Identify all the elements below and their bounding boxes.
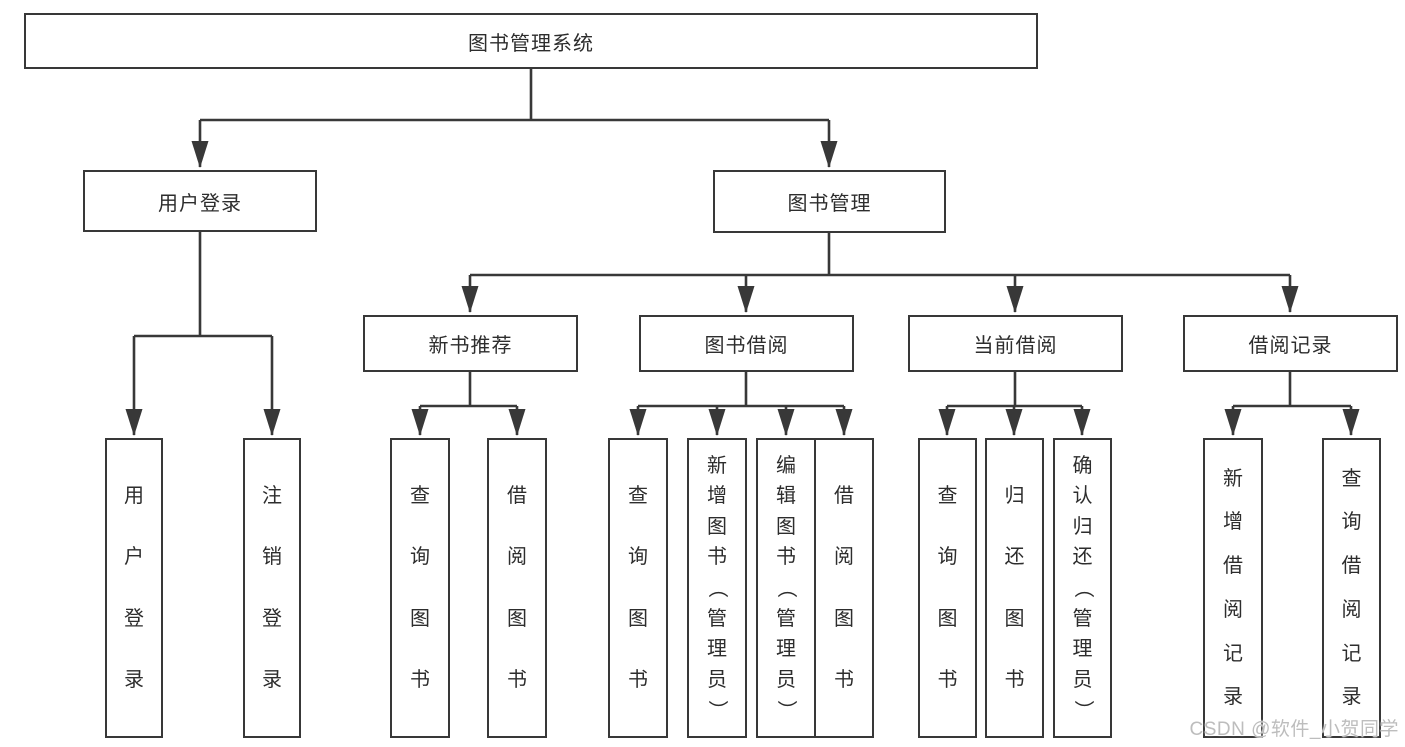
leaf-bb-query-books: 查询图书 — [608, 438, 668, 738]
leaf-br-query-record: 查询借阅记录 — [1322, 438, 1381, 738]
node-borrow-records: 借阅记录 — [1183, 315, 1398, 372]
node-current-borrow: 当前借阅 — [908, 315, 1123, 372]
node-new-book-recommend: 新书推荐 — [363, 315, 578, 372]
node-book-borrow: 图书借阅 — [639, 315, 854, 372]
connector-rails — [134, 69, 1351, 408]
node-book-management: 图书管理 — [713, 170, 946, 233]
leaf-bb-add-books-admin: 新增图书（管理员） — [687, 438, 747, 738]
csdn-watermark: CSDN @软件_小贺同学 — [1189, 719, 1399, 740]
leaf-cb-query-books: 查询图书 — [918, 438, 977, 738]
leaf-nb-query-books: 查询图书 — [390, 438, 450, 738]
leaf-br-add-record: 新增借阅记录 — [1203, 438, 1263, 738]
leaf-nb-borrow-books: 借阅图书 — [487, 438, 547, 738]
leaf-bb-edit-books-admin: 编辑图书（管理员） — [756, 438, 816, 738]
leaf-logout: 注销登录 — [243, 438, 301, 738]
leaf-bb-borrow-books: 借阅图书 — [814, 438, 874, 738]
leaf-user-login: 用户登录 — [105, 438, 163, 738]
leaf-cb-return-books: 归还图书 — [985, 438, 1044, 738]
node-root-system: 图书管理系统 — [24, 13, 1038, 69]
leaf-cb-confirm-return-admin: 确认归还（管理员） — [1053, 438, 1112, 738]
node-user-login: 用户登录 — [83, 170, 317, 232]
